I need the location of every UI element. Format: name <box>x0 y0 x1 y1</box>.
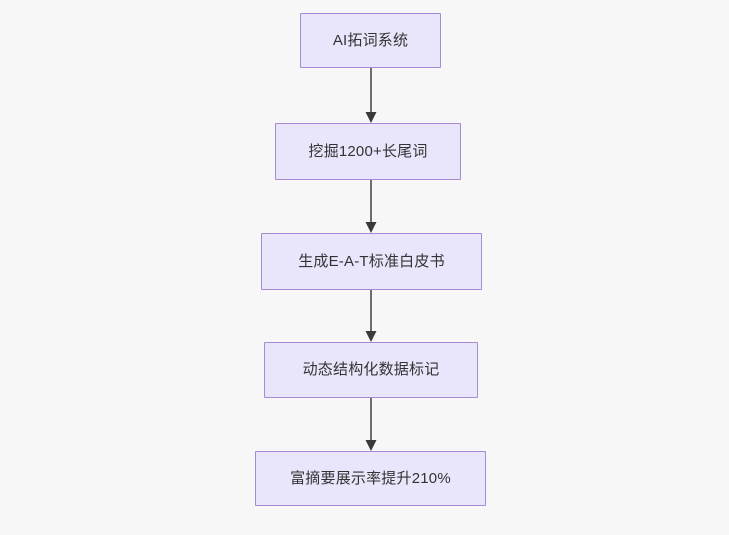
flow-node-ai-keyword-system[interactable]: AI拓词系统 <box>300 13 441 68</box>
edge-n1-n2 <box>365 180 377 233</box>
flow-node-label: 富摘要展示率提升210% <box>290 469 451 487</box>
flow-node-mine-longtail-keywords[interactable]: 挖掘1200+长尾词 <box>275 123 461 180</box>
flow-node-label: 动态结构化数据标记 <box>302 361 440 378</box>
flow-node-generate-eat-whitepaper[interactable]: 生成E-A-T标准白皮书 <box>261 233 482 290</box>
flow-node-dynamic-structured-data-markup[interactable]: 动态结构化数据标记 <box>264 342 478 398</box>
edge-n2-n3 <box>365 290 377 342</box>
edge-n3-n4 <box>365 398 377 451</box>
flow-node-rich-snippet-impression-lift[interactable]: 富摘要展示率提升210% <box>255 451 486 506</box>
edge-n0-n1 <box>365 68 377 123</box>
flow-node-label: 挖掘1200+长尾词 <box>308 142 428 160</box>
flow-node-label: 生成E-A-T标准白皮书 <box>298 252 445 270</box>
flow-node-label: AI拓词系统 <box>332 31 409 49</box>
